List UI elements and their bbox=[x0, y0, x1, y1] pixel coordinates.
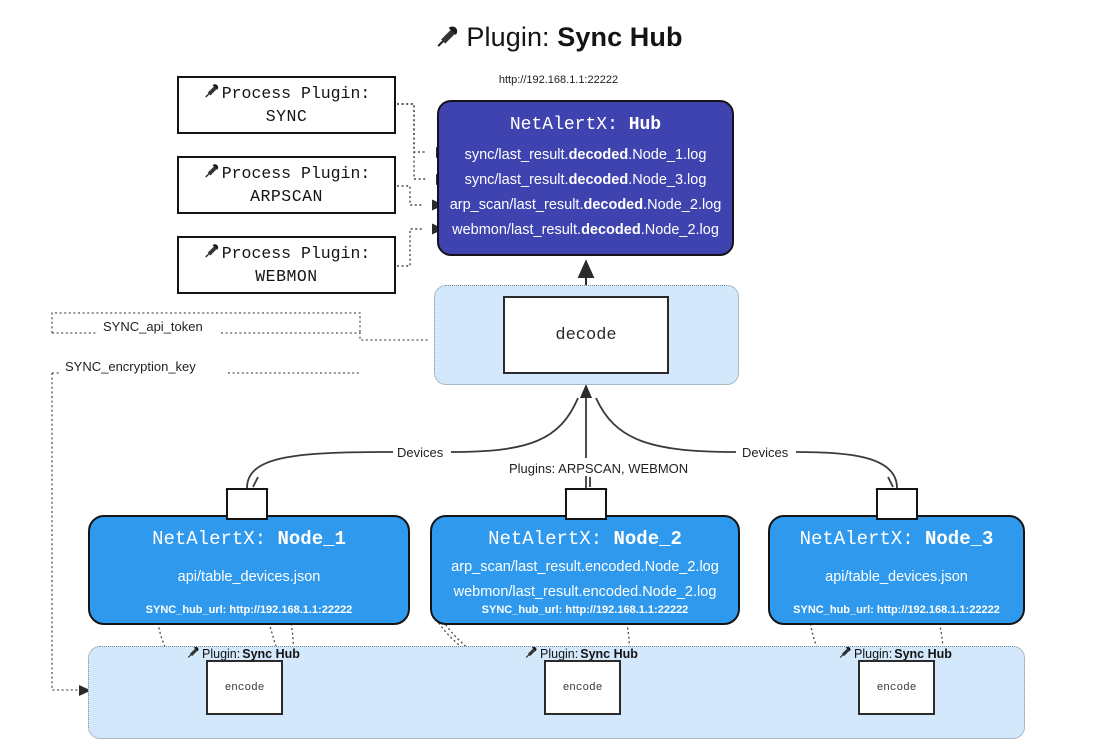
encoder-plugin-name: Sync Hub bbox=[894, 646, 952, 661]
hub-log-row: arp_scan/last_result.decoded.Node_2.log bbox=[439, 193, 732, 218]
process-plugin-label: Process Plugin: bbox=[221, 84, 371, 103]
process-plugin-box-arpscan[interactable]: Process Plugin: ARPSCAN bbox=[177, 156, 396, 214]
node-title-prefix: NetAlertX: bbox=[152, 528, 278, 550]
process-plugin-name: ARPSCAN bbox=[250, 187, 323, 206]
encoder-plugin-name: Sync Hub bbox=[242, 646, 300, 661]
encoder-plugin-name: Sync Hub bbox=[580, 646, 638, 661]
edge-label-encryption-key: SYNC_encryption_key bbox=[61, 359, 200, 374]
hub-title-name: Hub bbox=[628, 115, 662, 135]
encode-box-3[interactable]: encode bbox=[858, 660, 935, 715]
node-title: NetAlertX: Node_2 bbox=[432, 525, 738, 553]
node-resource-row: arp_scan/last_result.encoded.Node_2.log bbox=[451, 559, 719, 575]
encode-box-2[interactable]: encode bbox=[544, 660, 621, 715]
hub-log-post: .Node_1.log bbox=[628, 147, 707, 163]
hub-log-row: sync/last_result.decoded.Node_1.log bbox=[439, 143, 732, 168]
encoder-plugin-prefix: Plugin: bbox=[854, 646, 893, 661]
envelope-icon bbox=[226, 488, 268, 520]
hub-log-row: webmon/last_result.decoded.Node_2.log bbox=[439, 218, 732, 243]
node-resource-row: webmon/last_result.encoded.Node_2.log bbox=[453, 584, 717, 600]
node-title-name: Node_1 bbox=[277, 528, 346, 550]
encoder-plugin-label-1: Plugin: Sync Hub bbox=[186, 645, 300, 662]
process-plugin-label: Process Plugin: bbox=[221, 164, 371, 183]
hub-url-caption: http://192.168.1.1:22222 bbox=[498, 74, 619, 86]
envelope-icon bbox=[565, 488, 607, 520]
plug-icon bbox=[203, 242, 220, 266]
node-hub-url: SYNC_hub_url: http://192.168.1.1:22222 bbox=[481, 604, 689, 616]
node-hub-url: SYNC_hub_url: http://192.168.1.1:22222 bbox=[793, 604, 1000, 616]
node-box-node2[interactable]: NetAlertX: Node_2 arp_scan/last_result.e… bbox=[430, 515, 740, 625]
encryption-key-arrowheads bbox=[79, 685, 91, 696]
edge-webmon-to-hub bbox=[397, 228, 424, 267]
process-plugin-label: Process Plugin: bbox=[221, 244, 371, 263]
hub-log-post: .Node_2.log bbox=[640, 222, 719, 238]
node-resource-row: api/table_devices.json bbox=[825, 569, 968, 585]
node-resource-row: api/table_devices.json bbox=[177, 569, 321, 585]
hub-log-emphasis: decoded bbox=[581, 222, 641, 238]
hub-title: NetAlertX: Hub bbox=[439, 112, 732, 138]
hub-log-pre: sync/last_result. bbox=[464, 147, 569, 163]
hub-log-post: .Node_3.log bbox=[628, 172, 707, 188]
node-box-node3[interactable]: NetAlertX: Node_3 api/table_devices.json… bbox=[768, 515, 1025, 625]
plug-icon bbox=[838, 645, 852, 662]
edge-api-token bbox=[51, 312, 430, 341]
edge-node3-devices bbox=[595, 397, 898, 489]
process-plugin-box-sync[interactable]: Process Plugin: SYNC bbox=[177, 76, 396, 134]
hub-title-prefix: NetAlertX: bbox=[509, 115, 629, 135]
edge-sync-to-hub bbox=[397, 103, 426, 180]
hub-log-post: .Node_2.log bbox=[643, 197, 722, 213]
node-title-prefix: NetAlertX: bbox=[799, 528, 925, 550]
hub-log-emphasis: decoded bbox=[568, 172, 629, 188]
hub-node[interactable]: NetAlertX: Hub sync/last_result.decoded.… bbox=[437, 100, 734, 256]
node-title-prefix: NetAlertX: bbox=[488, 528, 614, 550]
process-plugin-name: WEBMON bbox=[255, 267, 318, 286]
node-hub-url: SYNC_hub_url: http://192.168.1.1:22222 bbox=[145, 604, 353, 616]
decode-box[interactable]: decode bbox=[503, 296, 669, 374]
plug-icon bbox=[203, 162, 220, 186]
plug-icon bbox=[524, 645, 538, 662]
node-title-name: Node_2 bbox=[613, 528, 682, 550]
edge-label-plugins: Plugins: ARPSCAN, WEBMON bbox=[505, 461, 693, 476]
encoder-plugin-prefix: Plugin: bbox=[540, 646, 579, 661]
node-box-node1[interactable]: NetAlertX: Node_1 api/table_devices.json… bbox=[88, 515, 410, 625]
envelope-icon bbox=[876, 488, 918, 520]
encoder-plugin-label-3: Plugin: Sync Hub bbox=[838, 645, 952, 662]
edge-node1-devices bbox=[246, 397, 579, 489]
hub-log-list: sync/last_result.decoded.Node_1.log sync… bbox=[439, 143, 732, 243]
envelope-stubs bbox=[252, 476, 894, 488]
hub-log-pre: arp_scan/last_result. bbox=[449, 197, 584, 213]
plug-icon bbox=[186, 645, 200, 662]
edge-label-api-token: SYNC_api_token bbox=[99, 319, 207, 334]
hub-log-pre: sync/last_result. bbox=[464, 172, 569, 188]
decode-inbound-arrowheads bbox=[580, 384, 592, 398]
node-title: NetAlertX: Node_1 bbox=[90, 525, 408, 553]
process-plugin-name: SYNC bbox=[265, 107, 308, 126]
plug-icon bbox=[434, 19, 460, 61]
edge-arpscan-to-hub bbox=[397, 185, 424, 206]
encoder-plugin-label-2: Plugin: Sync Hub bbox=[524, 645, 638, 662]
node-resource-list: arp_scan/last_result.encoded.Node_2.log … bbox=[432, 555, 738, 605]
encode-box-1[interactable]: encode bbox=[206, 660, 283, 715]
hub-log-pre: webmon/last_result. bbox=[452, 222, 582, 238]
page-title-prefix: Plugin: bbox=[466, 22, 558, 52]
page-title: Plugin: Sync Hub bbox=[0, 16, 1117, 61]
hub-log-emphasis: decoded bbox=[583, 197, 644, 213]
node-title-name: Node_3 bbox=[925, 528, 994, 550]
hub-log-row: sync/last_result.decoded.Node_3.log bbox=[439, 168, 732, 193]
encoder-plugin-prefix: Plugin: bbox=[202, 646, 241, 661]
plug-icon bbox=[203, 82, 220, 106]
page-title-name: Sync Hub bbox=[557, 22, 683, 52]
hub-log-emphasis: decoded bbox=[568, 147, 629, 163]
edge-label-devices-left: Devices bbox=[393, 445, 448, 460]
edge-encryption-key bbox=[51, 372, 360, 691]
process-plugin-box-webmon[interactable]: Process Plugin: WEBMON bbox=[177, 236, 396, 294]
node-title: NetAlertX: Node_3 bbox=[770, 525, 1023, 553]
edge-label-devices-right: Devices bbox=[738, 445, 793, 460]
